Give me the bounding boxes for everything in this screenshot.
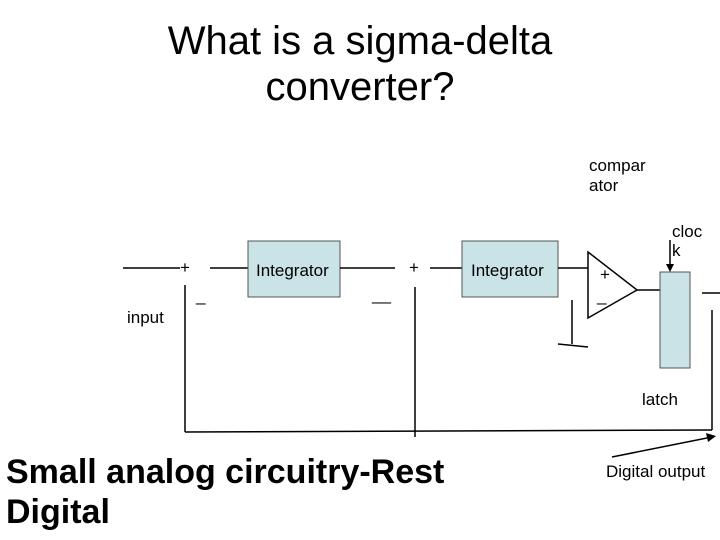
footer-line-2: Digital: [6, 493, 110, 531]
digital-output-label: Digital output: [606, 462, 706, 481]
comparator-label: compar ator: [589, 156, 646, 196]
clock-label-line-1: cloc: [672, 222, 703, 241]
sum1-minus-sign: _: [196, 286, 206, 305]
comparator-label-line-1: compar: [589, 156, 646, 175]
sum2-plus-sign: +: [409, 258, 419, 277]
latch-box: [659, 271, 691, 369]
footer-caption: Small analog circuitry-Rest Digital: [6, 452, 444, 532]
latch-label: latch: [642, 390, 678, 409]
digital-output-arrow: [611, 436, 713, 458]
clock-arrowhead: [666, 264, 674, 272]
sum2-minus-sign: __: [372, 285, 391, 304]
sum1-plus-sign: +: [180, 258, 190, 277]
comparator-plus-sign: +: [600, 265, 610, 284]
footer-line-1: Small analog circuitry-Rest: [6, 453, 445, 491]
integrator-1-box: [247, 240, 341, 298]
clock-label-line-2: k: [672, 241, 681, 260]
comparator-ground: [557, 343, 589, 348]
clock-label: cloc k: [672, 222, 702, 260]
title-line-1: What is a sigma-delta: [167, 19, 553, 63]
digital-output-arrowhead: [706, 433, 716, 442]
integrator-2-label: Integrator: [471, 261, 544, 280]
input-label: input: [127, 308, 164, 327]
comparator-label-line-2: ator: [589, 176, 619, 195]
page-title: What is a sigma-delta converter?: [110, 18, 610, 110]
integrator-2-box: [461, 240, 559, 298]
title-line-2: converter?: [265, 65, 455, 109]
feedback-bus-wire: [184, 429, 713, 433]
comparator-minus-sign: _: [597, 286, 607, 305]
integrator-1-label: Integrator: [256, 261, 329, 280]
comparator-symbol: [587, 250, 639, 320]
